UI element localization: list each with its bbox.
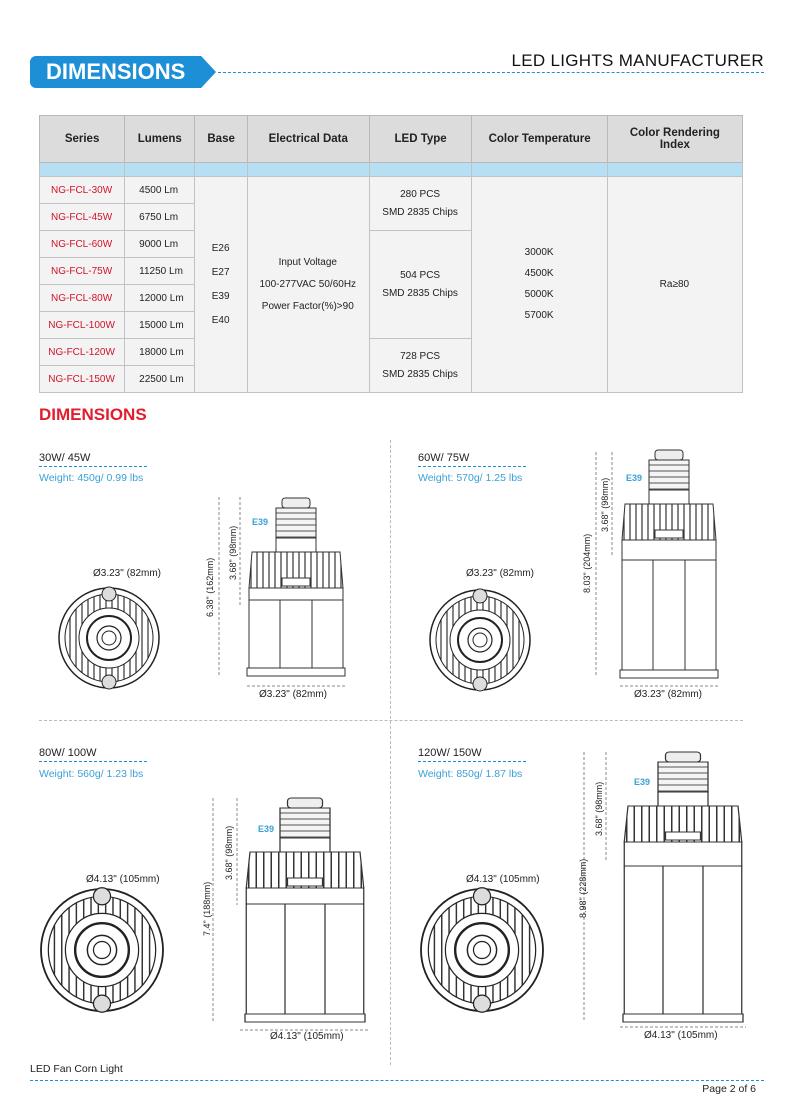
table-cell-series: NG-FCL-80W [38,284,126,312]
color-temp-item: 5000K [524,289,554,300]
panel-title-underline [39,466,147,467]
table-cell-led-type: 728 PCS SMD 2835 Chips [368,338,473,393]
table-cell-base: E26 E27 E39 E40 [194,176,248,393]
base-label: E39 [634,777,651,787]
panel-divider-horizontal [39,720,743,721]
table-cell-series: NG-FCL-100W [38,311,126,339]
color-temp-item: 3000K [524,247,554,258]
table-cell-lumens: 9000 Lm [124,230,196,258]
table-cell-series: NG-FCL-75W [38,257,126,285]
led-chip: SMD 2835 Chips [382,368,458,380]
base-item: E39 [211,290,230,302]
panel-title: 120W/ 150W [418,747,482,759]
col-led-type: LED Type [368,115,473,163]
bottom-diameter-label: Ø3.23" (82mm) [259,689,328,700]
table-cell-color-temp: 3000K 4500K 5000K 5700K [471,176,608,393]
bulb-side-view-icon [621,449,717,541]
spec-table: Series Lumens Base Electrical Data LED T… [38,115,744,393]
panel-weight: Weight: 560g/ 1.23 lbs [39,768,144,780]
table-cell-lumens: 11250 Lm [124,257,196,285]
panel-title: 60W/ 75W [418,452,470,464]
col-cri: Color Rendering Index [606,115,744,163]
footer-product-name: LED Fan Corn Light [30,1063,123,1075]
panel-title: 80W/ 100W [39,747,97,759]
neck-height-label: 3.68" (98mm) [600,477,610,532]
panel-title-underline [418,761,526,762]
col-color-temp: Color Temperature [471,115,608,163]
panel-divider-vertical [390,440,391,1065]
panel-title-underline [418,466,526,467]
base-label: E39 [626,473,643,483]
base-item: E40 [211,314,230,326]
col-series: Series [38,115,126,163]
color-temp-item: 4500K [524,268,554,279]
base-label: E39 [252,517,269,527]
table-cell-series: NG-FCL-60W [38,230,126,258]
table-cell-electrical: Input Voltage 100-277VAC 50/60Hz Power F… [246,176,370,393]
base-item: E26 [211,242,230,254]
table-cell-series: NG-FCL-45W [38,203,126,231]
base-item: E27 [211,266,230,278]
table-cell-cri: Ra≥80 [606,176,744,393]
bottom-diameter-label: Ø4.13" (105mm) [270,1031,344,1042]
footer-divider [30,1080,764,1081]
bulb-side-view-icon [623,751,743,843]
table-cell-lumens: 4500 Lm [124,176,196,204]
bulb-side-view-icon [248,497,344,589]
header-manufacturer: LED LIGHTS MANUFACTURER [511,51,764,70]
header-title-tab: DIMENSIONS [30,56,216,88]
bottom-diameter-label: Ø3.23" (82mm) [634,689,703,700]
top-diameter-label: Ø4.13" (105mm) [466,874,540,885]
col-lumens: Lumens [124,115,196,163]
bulb-side-view-icon [245,797,365,889]
base-label: E39 [258,824,275,834]
panel-title: 30W/ 45W [39,452,91,464]
neck-height-label: 3.68" (98mm) [224,825,234,880]
table-cell-lumens: 18000 Lm [124,338,196,366]
table-cell-led-type: 280 PCS SMD 2835 Chips [368,176,473,231]
color-temp-item: 5700K [524,310,554,321]
header-divider [218,72,764,73]
top-view-icon [419,886,545,1014]
top-view-icon [58,586,160,690]
top-diameter-label: Ø4.13" (105mm) [86,874,160,885]
electrical-line: 100-277VAC 50/60Hz [259,278,357,290]
total-height-label: 8.98" (228mm) [578,858,588,918]
table-cell-lumens: 6750 Lm [124,203,196,231]
led-count: 504 PCS [400,269,441,281]
led-chip: SMD 2835 Chips [382,287,458,299]
led-count: 280 PCS [400,188,441,200]
total-height-label: 6.38" (162mm) [205,557,215,617]
led-chip: SMD 2835 Chips [382,206,458,218]
panel-title-underline [39,761,147,762]
total-height-label: 8.03" (204mm) [582,533,592,593]
table-cell-lumens: 15000 Lm [124,311,196,339]
table-cell-lumens: 12000 Lm [124,284,196,312]
neck-height-label: 3.68" (98mm) [228,525,238,580]
page-number: Page 2 of 6 [702,1083,756,1095]
top-diameter-label: Ø3.23" (82mm) [93,568,162,579]
panel-weight: Weight: 450g/ 0.99 lbs [39,472,144,484]
led-count: 728 PCS [400,350,441,362]
section-title: DIMENSIONS [39,405,147,424]
top-diameter-label: Ø3.23" (82mm) [466,568,535,579]
panel-weight: Weight: 850g/ 1.87 lbs [418,768,523,780]
total-height-label: 7.4" (188mm) [202,881,212,936]
table-cell-led-type: 504 PCS SMD 2835 Chips [368,230,473,339]
table-cell-series: NG-FCL-30W [38,176,126,204]
table-cell-series: NG-FCL-150W [38,365,126,393]
neck-height-label: 3.68" (98mm) [594,781,604,836]
electrical-line: Power Factor(%)>90 [261,300,354,312]
col-base: Base [194,115,248,163]
top-view-icon [39,886,165,1014]
electrical-line: Input Voltage [278,256,337,268]
bottom-diameter-label: Ø4.13" (105mm) [644,1030,718,1041]
top-view-icon [429,588,531,692]
table-cell-lumens: 22500 Lm [124,365,196,393]
panel-weight: Weight: 570g/ 1.25 lbs [418,472,523,484]
